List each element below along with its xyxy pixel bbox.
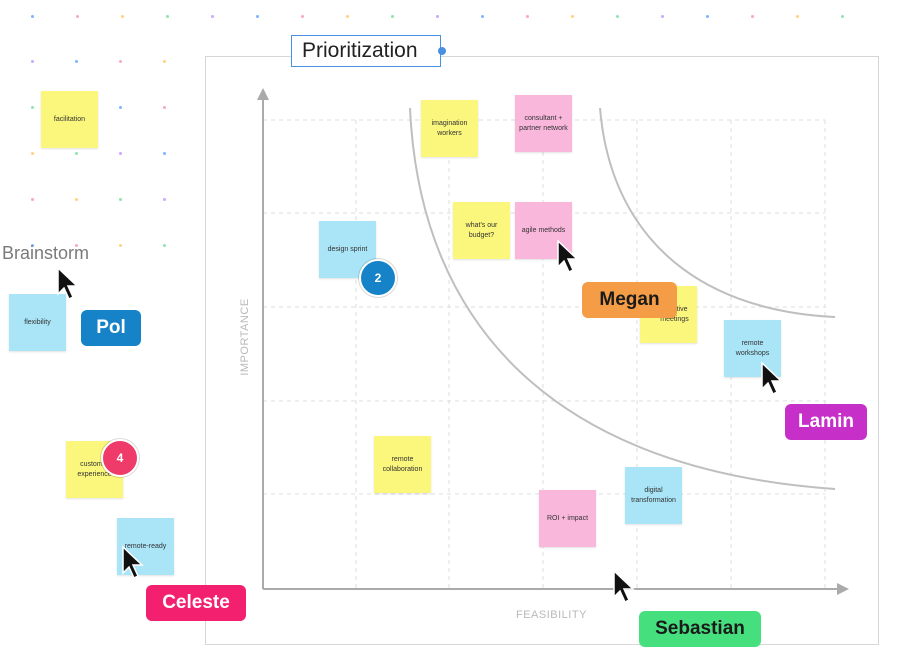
grid-dot <box>163 152 166 155</box>
grid-dot <box>751 15 754 18</box>
grid-dot <box>119 198 122 201</box>
grid-dot <box>661 15 664 18</box>
sticky-note[interactable]: facilitation <box>41 91 98 148</box>
title-edit-handle[interactable] <box>438 47 446 55</box>
y-axis-label: IMPORTANCE <box>239 298 251 376</box>
grid-dot <box>119 106 122 109</box>
cursor-icon <box>57 266 79 301</box>
grid-dot <box>436 15 439 18</box>
brainstorm-frame-title[interactable]: Brainstorm <box>2 243 90 263</box>
vote-count-badge[interactable]: 4 <box>101 439 139 477</box>
vote-count-badge[interactable]: 2 <box>359 259 397 297</box>
grid-dot <box>346 15 349 18</box>
grid-dot <box>31 15 34 18</box>
sticky-note[interactable]: remote workshops <box>724 320 781 377</box>
collaborator-tag-lamin: Lamin <box>785 404 867 440</box>
cursor-icon <box>557 239 579 274</box>
grid-dot <box>119 244 122 247</box>
grid-dot <box>119 60 122 63</box>
sticky-note[interactable]: remote collaboration <box>374 436 431 493</box>
grid-dot <box>163 198 166 201</box>
sticky-note[interactable]: imagination workers <box>421 100 478 157</box>
grid-dot <box>796 15 799 18</box>
grid-dot <box>163 106 166 109</box>
cursor-icon <box>761 361 783 396</box>
grid-dot <box>211 15 214 18</box>
grid-dot <box>166 15 169 18</box>
cursor-icon <box>613 569 635 604</box>
grid-dot <box>121 15 124 18</box>
grid-dot <box>76 15 79 18</box>
frame-title[interactable]: Prioritization <box>291 35 441 67</box>
grid-dot <box>841 15 844 18</box>
collaborator-tag-pol: Pol <box>81 310 141 346</box>
grid-dot <box>616 15 619 18</box>
grid-dot <box>31 106 34 109</box>
grid-dot <box>163 244 166 247</box>
grid-dot <box>119 152 122 155</box>
collaborator-tag-megan: Megan <box>582 282 677 318</box>
x-axis-label: FEASIBILITY <box>516 609 587 621</box>
grid-dot <box>391 15 394 18</box>
grid-dot <box>256 15 259 18</box>
sticky-note[interactable]: digital transformation <box>625 467 682 524</box>
grid-dot <box>75 198 78 201</box>
grid-dot <box>75 152 78 155</box>
prioritization-frame[interactable] <box>205 56 879 645</box>
grid-dot <box>75 244 78 247</box>
sticky-note[interactable]: ROI + impact <box>539 490 596 547</box>
grid-dot <box>31 244 34 247</box>
grid-dot <box>163 60 166 63</box>
collaborator-tag-sebastian: Sebastian <box>639 611 761 647</box>
grid-dot <box>571 15 574 18</box>
grid-dot <box>31 60 34 63</box>
grid-dot <box>526 15 529 18</box>
grid-dot <box>481 15 484 18</box>
collaborator-tag-celeste: Celeste <box>146 585 246 621</box>
grid-dot <box>75 60 78 63</box>
grid-dot <box>301 15 304 18</box>
sticky-note[interactable]: what's our budget? <box>453 202 510 259</box>
grid-dot <box>31 152 34 155</box>
cursor-icon <box>122 545 144 580</box>
grid-dot <box>31 198 34 201</box>
sticky-note[interactable]: consultant + partner network <box>515 95 572 152</box>
sticky-note[interactable]: flexibility <box>9 294 66 351</box>
grid-dot <box>706 15 709 18</box>
